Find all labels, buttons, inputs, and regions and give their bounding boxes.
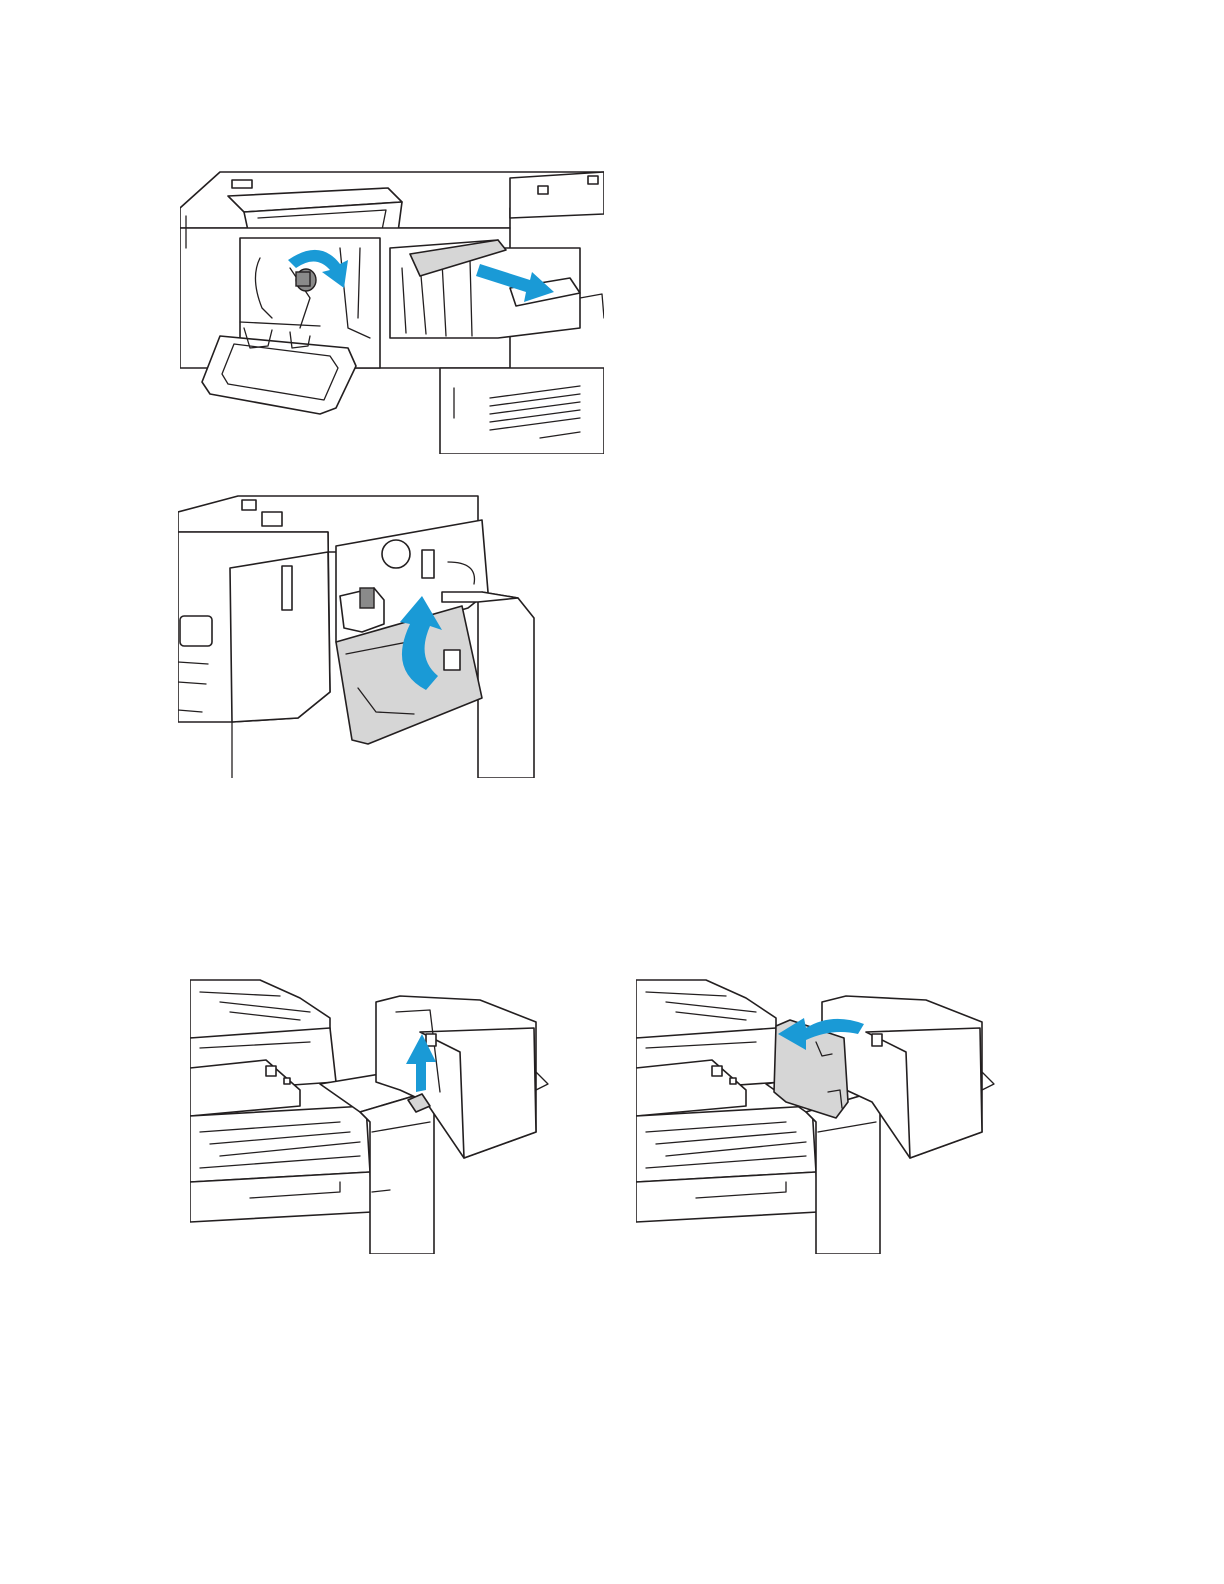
- finisher-transport-guide-illustration: [636, 972, 996, 1254]
- printer-front-door-illustration: [180, 168, 604, 454]
- finisher-transport-lever-illustration: [190, 972, 550, 1254]
- figure-open-transport-guide: [636, 972, 996, 1254]
- figure-lift-transport-lever: [190, 972, 550, 1254]
- figure-close-inner-cover: [178, 492, 536, 778]
- finisher-door-illustration: [178, 492, 536, 778]
- figure-clear-jam-front-door: [180, 168, 604, 454]
